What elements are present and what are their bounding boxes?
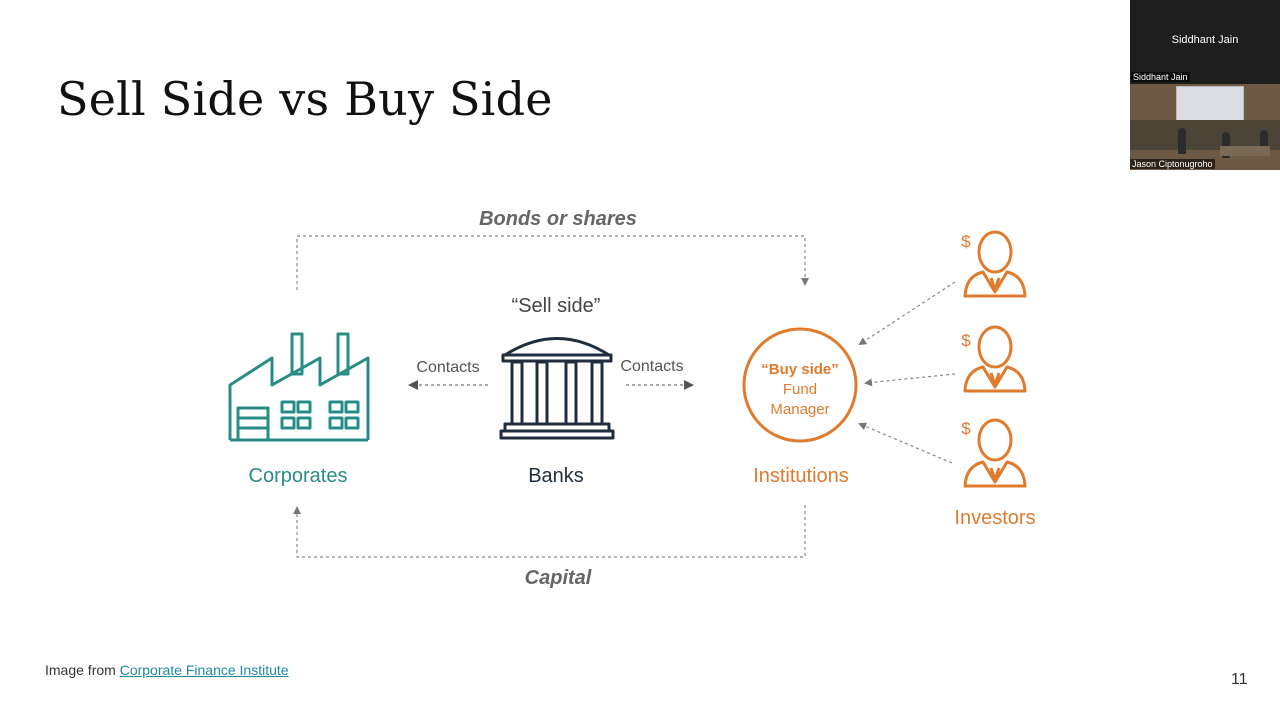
manager-label: Manager (770, 401, 829, 418)
room-person (1178, 128, 1186, 154)
bank-building-icon (499, 337, 615, 440)
page-number: 11 (1231, 671, 1248, 688)
capital-flow-line (293, 505, 806, 558)
bonds-or-shares-label: Bonds or shares (479, 208, 637, 230)
credit-prefix: Image from (45, 662, 120, 678)
image-credit: Image from Corporate Finance Institute (45, 662, 289, 678)
room-projector-screen (1176, 86, 1244, 122)
sell-side-label: “Sell side” (512, 295, 601, 317)
investors-label: Investors (954, 507, 1035, 529)
capital-label: Capital (525, 567, 592, 589)
contacts-right-label: Contacts (620, 358, 683, 375)
video-tile-speaker[interactable]: Siddhant Jain Siddhant Jain (1130, 0, 1280, 84)
investor-person-icon (963, 325, 1027, 393)
room-desk (1220, 146, 1270, 156)
bonds-flow-line (296, 235, 809, 290)
contacts-left-label: Contacts (416, 359, 479, 376)
room-person (1260, 130, 1268, 156)
investor-arrow-1 (858, 281, 956, 346)
participant-corner-name: Siddhant Jain (1131, 72, 1190, 82)
factory-icon (228, 332, 370, 442)
credit-link[interactable]: Corporate Finance Institute (119, 662, 289, 678)
slide-title: Sell Side vs Buy Side (57, 72, 553, 126)
dollar-sign-3: $ (961, 419, 971, 438)
room-board (1130, 120, 1280, 150)
corporates-label: Corporates (249, 465, 348, 487)
investor-person-icon (963, 418, 1027, 488)
buy-side-label: “Buy side” (761, 361, 839, 378)
buy-side-circle (742, 327, 858, 443)
fund-label: Fund (783, 381, 817, 398)
video-tile-room[interactable]: Jason Ciptonugroho (1130, 84, 1280, 170)
institutions-label: Institutions (753, 465, 849, 487)
room-person (1222, 132, 1230, 158)
participant-name: Jason Ciptonugroho (1130, 159, 1215, 169)
investor-arrow-3 (858, 422, 953, 464)
participant-name: Siddhant Jain (1171, 34, 1239, 46)
investor-arrow-2 (864, 373, 956, 387)
banks-label: Banks (528, 465, 584, 487)
dollar-sign-1: $ (961, 232, 971, 251)
investor-person-icon (963, 230, 1027, 298)
dollar-sign-2: $ (961, 331, 971, 350)
